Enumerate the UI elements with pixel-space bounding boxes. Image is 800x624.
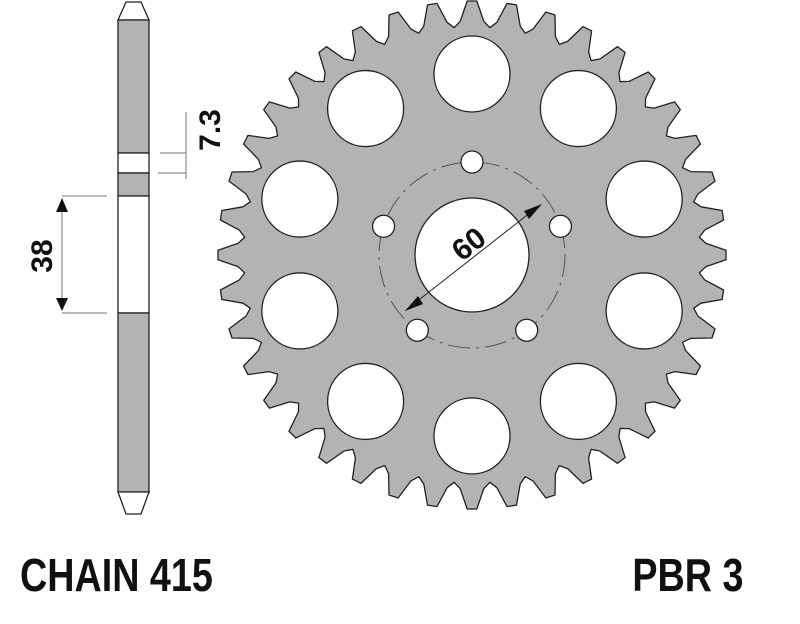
lightening-hole bbox=[433, 35, 511, 113]
bolt-hole bbox=[371, 214, 396, 238]
thickness-label: 7.3 bbox=[194, 109, 227, 151]
side-view bbox=[116, 1, 151, 515]
holes bbox=[261, 35, 683, 475]
lightening-hole bbox=[539, 69, 618, 148]
lightening-hole bbox=[605, 272, 683, 350]
bolt-hole bbox=[548, 214, 573, 238]
part-number-label: PBR 3 bbox=[631, 549, 743, 601]
hub-width-dimension bbox=[56, 195, 107, 314]
lightening-hole bbox=[433, 397, 511, 475]
lightening-hole bbox=[326, 362, 405, 441]
lightening-hole bbox=[539, 362, 618, 441]
lightening-hole bbox=[605, 160, 683, 238]
bore-dimension bbox=[405, 204, 542, 311]
lightening-hole bbox=[261, 160, 339, 238]
bolt-hole bbox=[405, 318, 429, 342]
hub-width-label: 38 bbox=[26, 239, 59, 272]
bolt-hole bbox=[515, 318, 539, 342]
lightening-hole bbox=[326, 69, 405, 148]
center-bore bbox=[414, 197, 530, 313]
lightening-hole bbox=[261, 272, 339, 350]
bolt-hole bbox=[460, 150, 484, 174]
chain-label: CHAIN 415 bbox=[20, 549, 213, 601]
thickness-dimension bbox=[158, 112, 187, 179]
